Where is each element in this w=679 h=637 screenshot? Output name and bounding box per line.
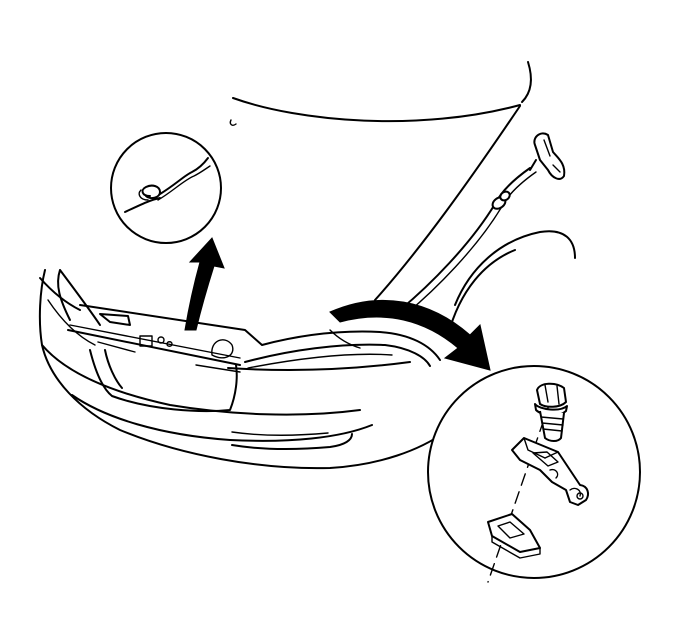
latch-bolt (534, 382, 568, 442)
hood-latch (511, 437, 589, 506)
front-fascia (38, 269, 446, 470)
hood-release-cable (399, 132, 566, 315)
latch-support (487, 513, 541, 559)
hood-latch-detail (427, 365, 641, 583)
cable-clip-detail (110, 132, 222, 244)
cable-handle (529, 132, 566, 180)
arrow-to-latch-detail (329, 299, 491, 371)
cable-grommet (491, 190, 511, 210)
alignment-axis (487, 401, 551, 583)
fender (447, 230, 576, 336)
arrow-to-cable-clip-detail (184, 237, 225, 331)
